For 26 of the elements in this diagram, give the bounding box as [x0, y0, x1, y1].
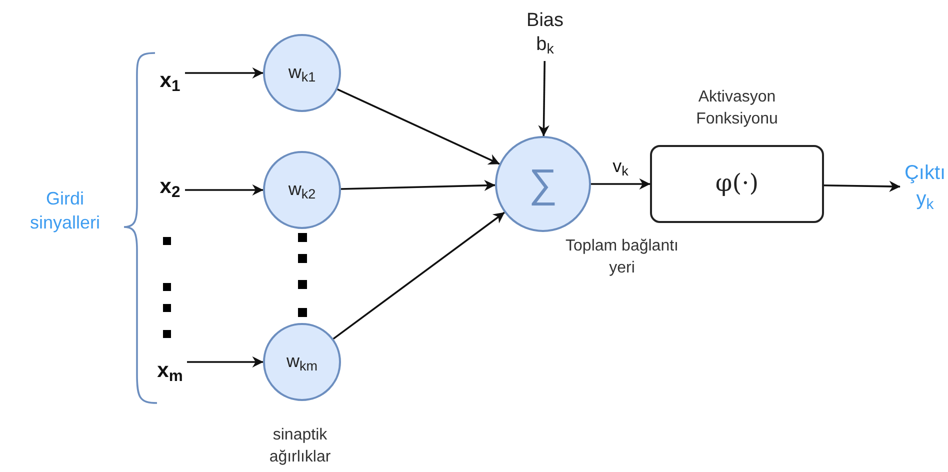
- function-formula: φ(·): [715, 168, 759, 200]
- arrow: [185, 67, 264, 79]
- arrow: [824, 180, 900, 192]
- signal-label: x$_{m}$: [157, 356, 183, 388]
- signal-label: b$_{k}$: [536, 33, 554, 60]
- weight-label: w$_{k1}$: [288, 60, 316, 86]
- signal-label: Bias: [526, 8, 564, 33]
- arrow: [340, 180, 496, 192]
- arrow: [337, 88, 500, 165]
- arrow: [185, 184, 264, 196]
- signal-label: x$_{1}$: [160, 66, 180, 98]
- weight-label: w$_{km}$: [286, 350, 318, 374]
- node-caption: Toplam bağlantı yeri: [564, 236, 680, 278]
- group-label: sinaptik ağırlıklar: [268, 425, 332, 467]
- arrow: [591, 178, 650, 190]
- signal-label: Çıktı: [904, 160, 946, 186]
- activation-function-box: [650, 145, 824, 223]
- node-caption: Aktivasyon Fonksiyonu: [695, 87, 779, 129]
- signal-label: y$_{k}$: [916, 186, 934, 214]
- arrow: [332, 212, 505, 340]
- group-label: Girdi sinyalleri: [28, 188, 102, 235]
- arrow: [538, 60, 550, 136]
- sigma-symbol: ∑: [528, 161, 558, 208]
- arrow: [187, 356, 264, 368]
- signal-label: x$_{2}$: [160, 172, 180, 204]
- weight-label: w$_{k2}$: [288, 178, 316, 202]
